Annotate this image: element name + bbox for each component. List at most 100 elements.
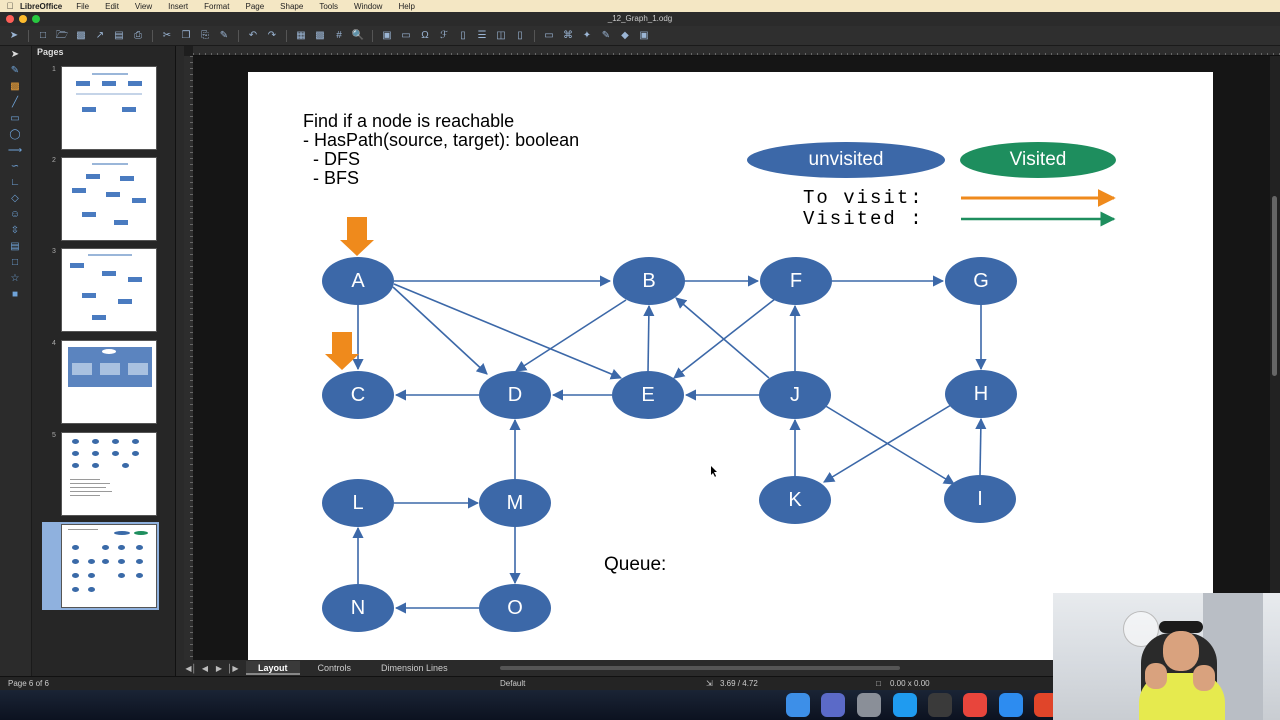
node-o[interactable] (479, 584, 551, 632)
node-c[interactable] (322, 371, 394, 419)
apple-icon[interactable]:  (0, 1, 20, 11)
launchpad-icon[interactable] (821, 693, 845, 717)
screenshot-icon[interactable] (928, 693, 952, 717)
curves-icon[interactable]: ∽ (10, 161, 20, 172)
copy-icon[interactable]: ❐ (181, 29, 191, 41)
zoom-pan-icon[interactable]: 🔍 (351, 29, 365, 41)
select-tool-icon[interactable]: ➤ (9, 29, 19, 41)
points-icon[interactable]: ✦ (582, 29, 592, 41)
first-tab-icon[interactable]: ◀│ (185, 663, 197, 673)
vertical-scrollbar[interactable] (1270, 56, 1280, 660)
line-color-icon[interactable]: ✎ (10, 65, 20, 76)
connectors-icon[interactable]: ∟ (10, 177, 20, 188)
paste-icon[interactable]: ⎘ (201, 29, 209, 41)
tab-layout[interactable]: Layout (246, 661, 300, 675)
app-menu[interactable]: LibreOffice (20, 1, 63, 11)
node-n[interactable] (322, 584, 394, 632)
node-a[interactable] (322, 257, 394, 305)
export-pdf-icon[interactable]: ▤ (114, 29, 124, 41)
menu-help[interactable]: Help (398, 1, 415, 11)
menu-format[interactable]: Format (204, 1, 230, 11)
fill-color-icon[interactable]: ▩ (10, 81, 20, 92)
export-icon[interactable]: ↗ (95, 29, 105, 41)
special-character-icon[interactable]: Ω (421, 29, 429, 41)
basic-shapes-icon[interactable]: ◇ (11, 193, 19, 204)
fontwork-icon[interactable]: ℱ (440, 29, 448, 41)
menu-shape[interactable]: Shape (280, 1, 304, 11)
print-icon[interactable]: ⎙ (134, 29, 142, 41)
node-g[interactable] (945, 257, 1017, 305)
node-l[interactable] (322, 479, 394, 527)
node-b[interactable] (613, 257, 685, 305)
glue-points-icon[interactable]: ✎ (601, 29, 611, 41)
last-tab-icon[interactable]: │▶ (227, 663, 239, 673)
select-arrow-icon[interactable]: ➤ (10, 49, 20, 60)
clone-formatting-icon[interactable]: ✎ (219, 29, 229, 41)
drawing-page[interactable]: Find if a node is reachable - HasPath(so… (248, 72, 1213, 662)
stars-icon[interactable]: ☆ (10, 273, 20, 284)
system-settings-icon[interactable] (857, 693, 881, 717)
app-store-icon[interactable] (893, 693, 917, 717)
3d-objects-icon[interactable]: ■ (11, 289, 19, 300)
node-j[interactable] (759, 371, 831, 419)
ellipse-tool-icon[interactable]: ◯ (9, 129, 21, 140)
arrange-icon[interactable]: ◫ (496, 29, 506, 41)
cut-icon[interactable]: ✂ (162, 29, 172, 41)
menu-file[interactable]: File (76, 1, 90, 11)
distribute-icon[interactable]: ▯ (517, 29, 523, 41)
toggle-extrusion-icon[interactable]: ◆ (621, 29, 629, 41)
menu-tools[interactable]: Tools (319, 1, 338, 11)
new-document-icon[interactable]: □ (39, 29, 47, 41)
symbol-shapes-icon[interactable]: ☺ (9, 209, 21, 220)
node-f[interactable] (760, 257, 832, 305)
mac-menubar:  LibreOffice File Edit View Insert Form… (0, 0, 1280, 12)
close-window-button[interactable] (6, 15, 14, 23)
prev-tab-icon[interactable]: ◀ (201, 663, 209, 673)
node-e[interactable] (612, 371, 684, 419)
slide-heading-line-2: - HasPath(source, target): boolean (303, 130, 580, 150)
block-arrows-icon[interactable]: ⇳ (10, 225, 20, 236)
insert-image-icon[interactable]: ▣ (382, 29, 392, 41)
finder-icon[interactable] (786, 693, 810, 717)
redo-icon[interactable]: ↷ (267, 29, 277, 41)
flowchart-icon[interactable]: ▤ (10, 241, 20, 252)
node-k[interactable] (759, 476, 831, 524)
menu-edit[interactable]: Edit (105, 1, 119, 11)
minimize-window-button[interactable] (19, 15, 27, 23)
drawing-workspace[interactable]: Find if a node is reachable - HasPath(so… (193, 56, 1270, 662)
zoom-window-button[interactable] (32, 15, 40, 23)
rectangle-tool-icon[interactable]: ▭ (10, 113, 20, 124)
helplines-icon[interactable]: ▩ (315, 29, 325, 41)
crop-icon[interactable]: ⌘ (563, 29, 573, 41)
shadow-icon[interactable]: ▭ (544, 29, 554, 41)
menu-page[interactable]: Page (245, 1, 265, 11)
queue-label: Queue: (604, 554, 667, 575)
show-draw-functions-icon[interactable]: ▣ (639, 29, 649, 41)
open-folder-icon[interactable]: 🗁 (55, 29, 69, 41)
node-d[interactable] (479, 371, 551, 419)
line-tool-icon[interactable]: ╱ (11, 97, 19, 108)
chrome-icon[interactable] (963, 693, 987, 717)
tab-dimension-lines[interactable]: Dimension Lines (381, 663, 448, 673)
node-m[interactable] (479, 479, 551, 527)
menu-window[interactable]: Window (354, 1, 383, 11)
undo-icon[interactable]: ↶ (248, 29, 258, 41)
grid-icon[interactable]: ▦ (296, 29, 306, 41)
horizontal-scrollbar[interactable] (499, 666, 900, 670)
panel-splitter[interactable] (176, 46, 184, 676)
tab-controls[interactable]: Controls (317, 663, 352, 673)
insert-textbox-icon[interactable]: ▭ (401, 29, 411, 41)
scrollbar-thumb[interactable] (1272, 196, 1277, 376)
snap-grid-icon[interactable]: # (336, 29, 342, 41)
menu-insert[interactable]: Insert (168, 1, 189, 11)
transformations-icon[interactable]: ▯ (460, 29, 466, 41)
next-tab-icon[interactable]: ▶ (215, 663, 223, 673)
node-h[interactable] (945, 370, 1017, 418)
node-i[interactable] (944, 475, 1016, 523)
callouts-icon[interactable]: □ (11, 257, 19, 268)
align-icon[interactable]: ☰ (477, 29, 487, 41)
safari-icon[interactable] (999, 693, 1023, 717)
save-icon[interactable]: ▩ (76, 29, 86, 41)
menu-view[interactable]: View (134, 1, 153, 11)
lines-arrows-icon[interactable]: ⟶ (7, 145, 23, 156)
